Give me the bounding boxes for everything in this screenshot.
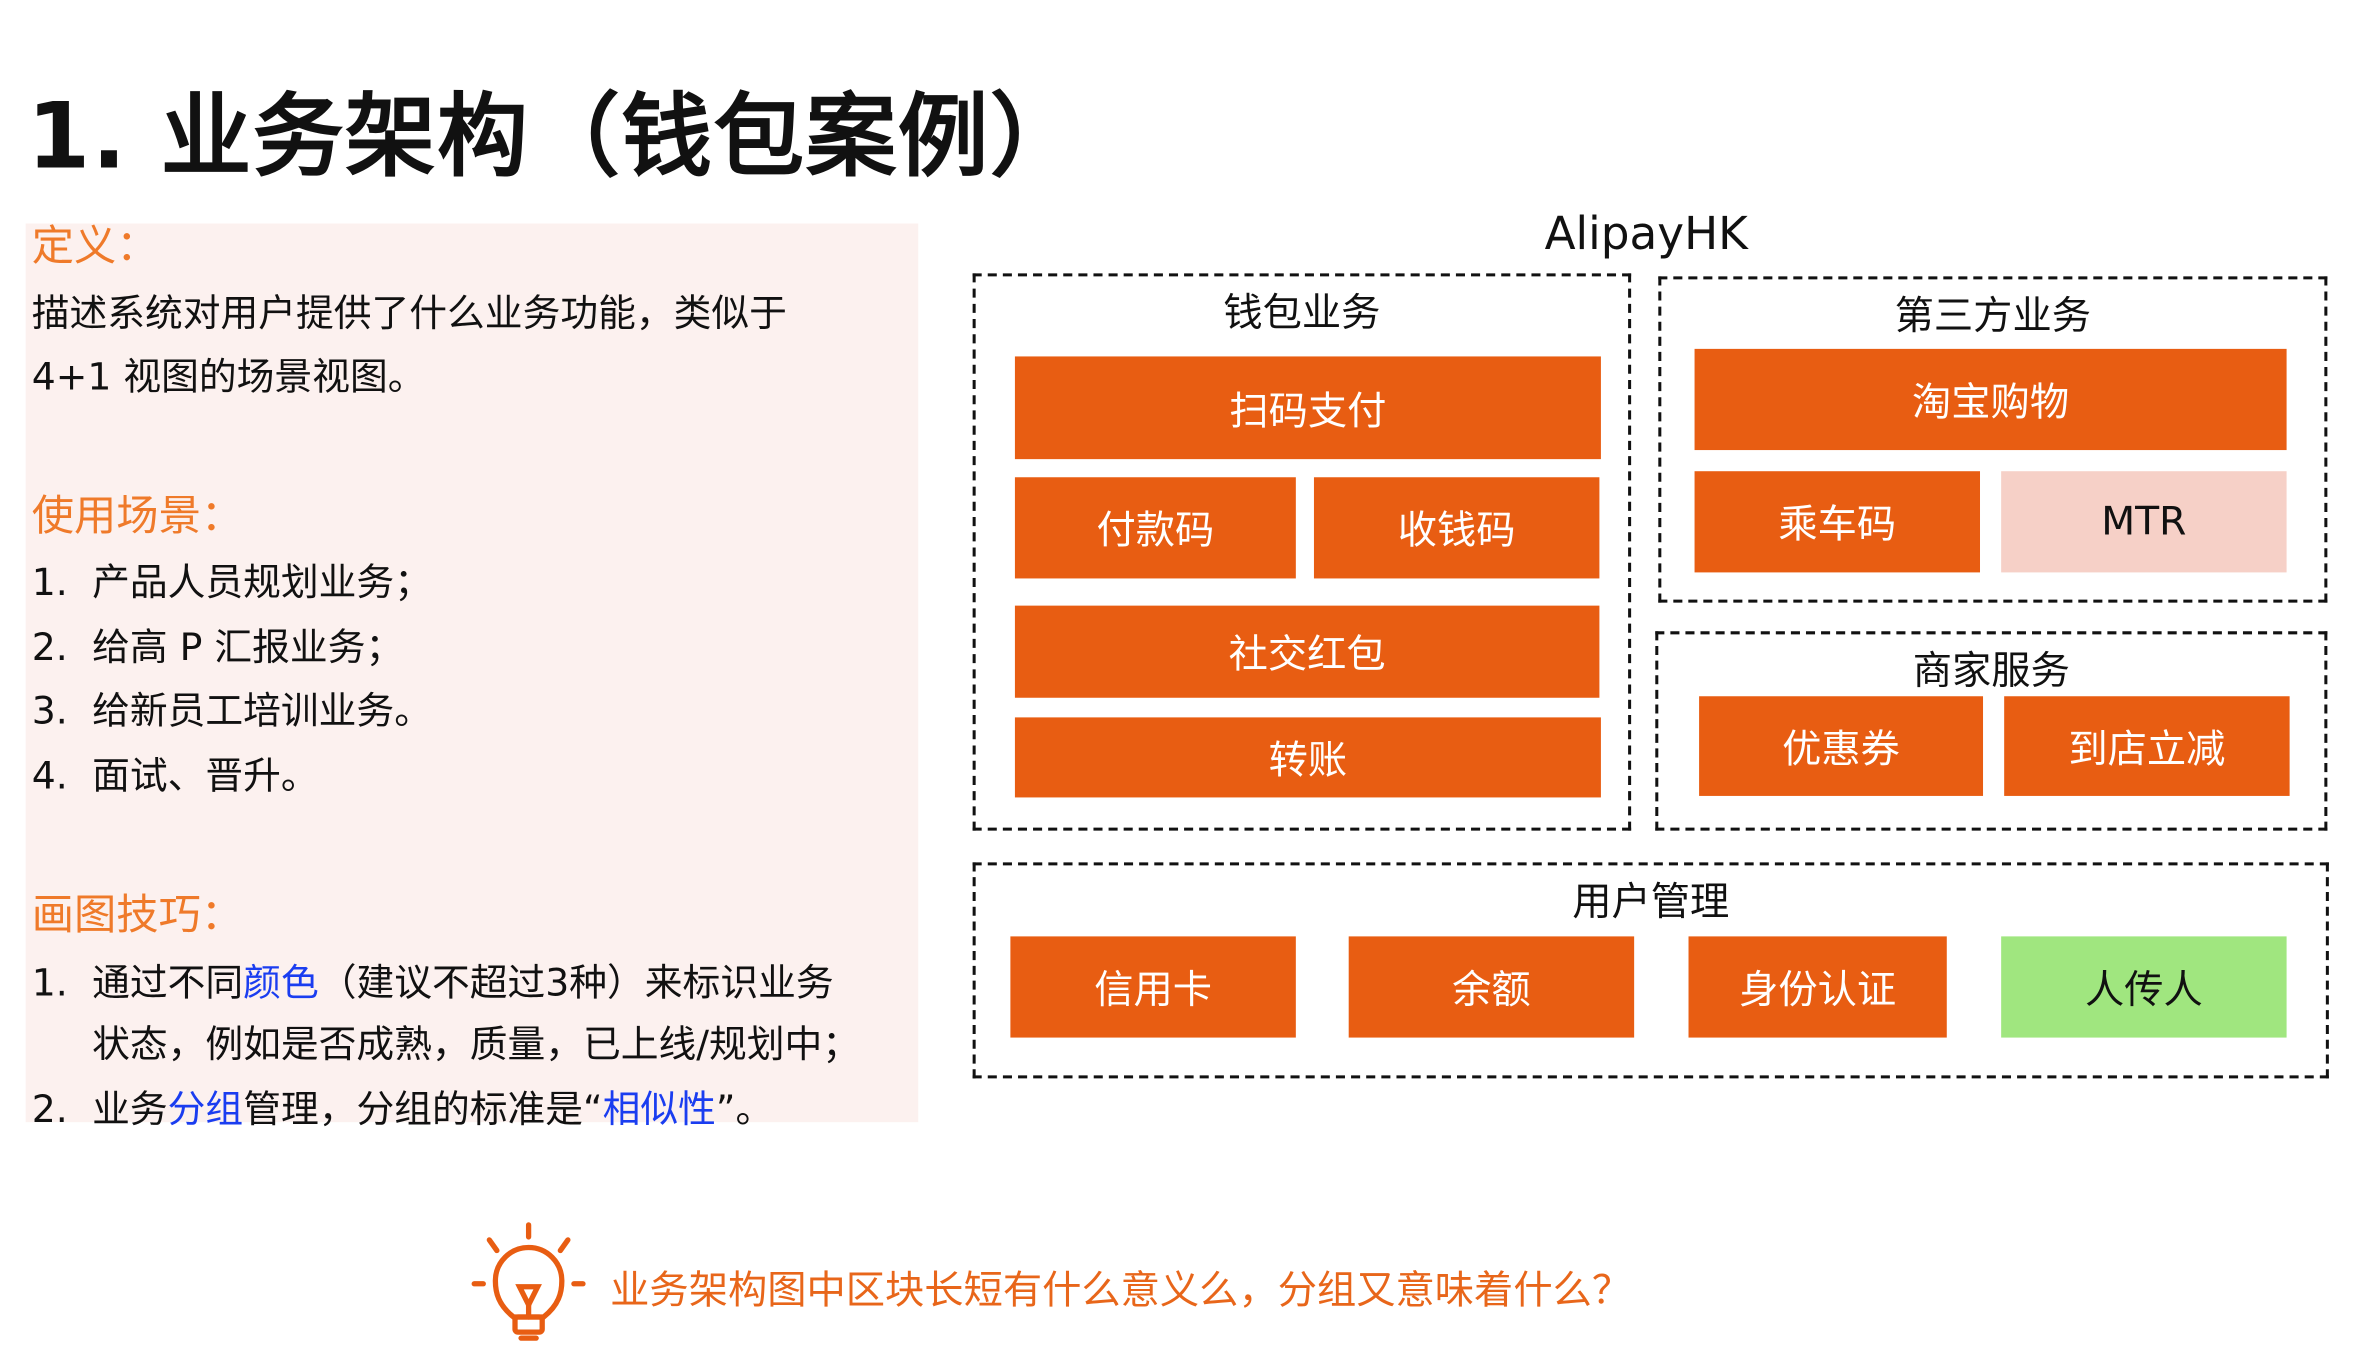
- tip-item-continued: 状态，例如是否成熟，质量，已上线/规划中；: [92, 1022, 861, 1067]
- item-number: 4.: [31, 753, 68, 798]
- definition-heading: 定义：: [31, 220, 159, 271]
- block-identity: 身份认证: [1688, 936, 1947, 1038]
- wallet-group: 钱包业务: [972, 273, 1632, 831]
- third-party-group: 第三方业务: [1658, 276, 2328, 603]
- tip-highlight: 相似性: [602, 1087, 716, 1132]
- usage-item: 3. 给新员工培训业务。: [32, 689, 432, 734]
- definition-line: 4+1 视图的场景视图。: [31, 354, 426, 399]
- block-red-packet: 社交红包: [1014, 605, 1600, 698]
- item-number: 2.: [31, 1087, 68, 1132]
- description-panel: [25, 223, 919, 1123]
- item-number: 3.: [31, 688, 68, 733]
- item-text: 产品人员规划业务；: [92, 560, 432, 605]
- block-p2p: 人传人: [2001, 936, 2287, 1038]
- tip-text: 业务: [92, 1087, 168, 1132]
- tip-text: 通过不同: [92, 960, 244, 1005]
- block-mtr: MTR: [2001, 471, 2287, 573]
- diagram-title: AlipayHK: [1544, 208, 1748, 262]
- item-number: 1.: [31, 560, 68, 605]
- usage-item: 2. 给高 P 汇报业务；: [32, 625, 404, 670]
- item-text: 给高 P 汇报业务；: [92, 625, 404, 670]
- tip-highlight: 分组: [167, 1087, 244, 1132]
- group-title: 商家服务: [1912, 649, 2070, 695]
- group-title: 第三方业务: [1894, 294, 2092, 340]
- block-taobao: 淘宝购物: [1694, 348, 2287, 451]
- tip-item: 1. 通过不同颜色（建议不超过3种）来标识业务: [32, 961, 834, 1006]
- group-title: 钱包业务: [1223, 291, 1381, 337]
- tips-heading: 画图技巧：: [31, 889, 244, 940]
- tip-text: ”。: [715, 1087, 774, 1132]
- item-number: 1.: [31, 960, 68, 1005]
- definition-line: 描述系统对用户提供了什么业务功能，类似于: [31, 291, 787, 336]
- block-balance: 余额: [1348, 936, 1635, 1038]
- lightbulb-icon: [471, 1222, 586, 1341]
- tip-text: 管理，分组的标准是“: [243, 1087, 603, 1132]
- usage-heading: 使用场景：: [31, 490, 244, 541]
- tip-highlight: 颜色: [243, 960, 319, 1005]
- block-receive-code: 收钱码: [1313, 477, 1600, 579]
- user-management-group: 用户管理: [972, 862, 2329, 1079]
- question-text: 业务架构图中区块长短有什么意义么，分组又意味着什么？: [610, 1268, 1632, 1314]
- block-instore-discount: 到店立减: [2004, 696, 2290, 796]
- usage-item: 1. 产品人员规划业务；: [32, 560, 432, 605]
- block-credit-card: 信用卡: [1010, 936, 1296, 1038]
- item-text: 给新员工培训业务。: [92, 688, 432, 733]
- item-number: 2.: [31, 625, 68, 670]
- block-pay-code: 付款码: [1014, 477, 1296, 579]
- page-title: 1. 业务架构（钱包案例）: [27, 84, 1083, 191]
- block-ride-code: 乘车码: [1694, 471, 1981, 573]
- block-scan-pay: 扫码支付: [1014, 356, 1601, 460]
- block-coupon: 优惠券: [1699, 696, 1984, 796]
- block-transfer: 转账: [1014, 717, 1601, 798]
- group-title: 用户管理: [1572, 880, 1730, 926]
- merchant-group: 商家服务: [1655, 631, 2328, 831]
- tip-item: 2. 业务分组管理，分组的标准是“相似性”。: [32, 1087, 773, 1132]
- tip-text: （建议不超过3种）来标识业务: [318, 960, 834, 1005]
- item-text: 面试、晋升。: [92, 753, 319, 798]
- usage-item: 4. 面试、晋升。: [32, 754, 319, 799]
